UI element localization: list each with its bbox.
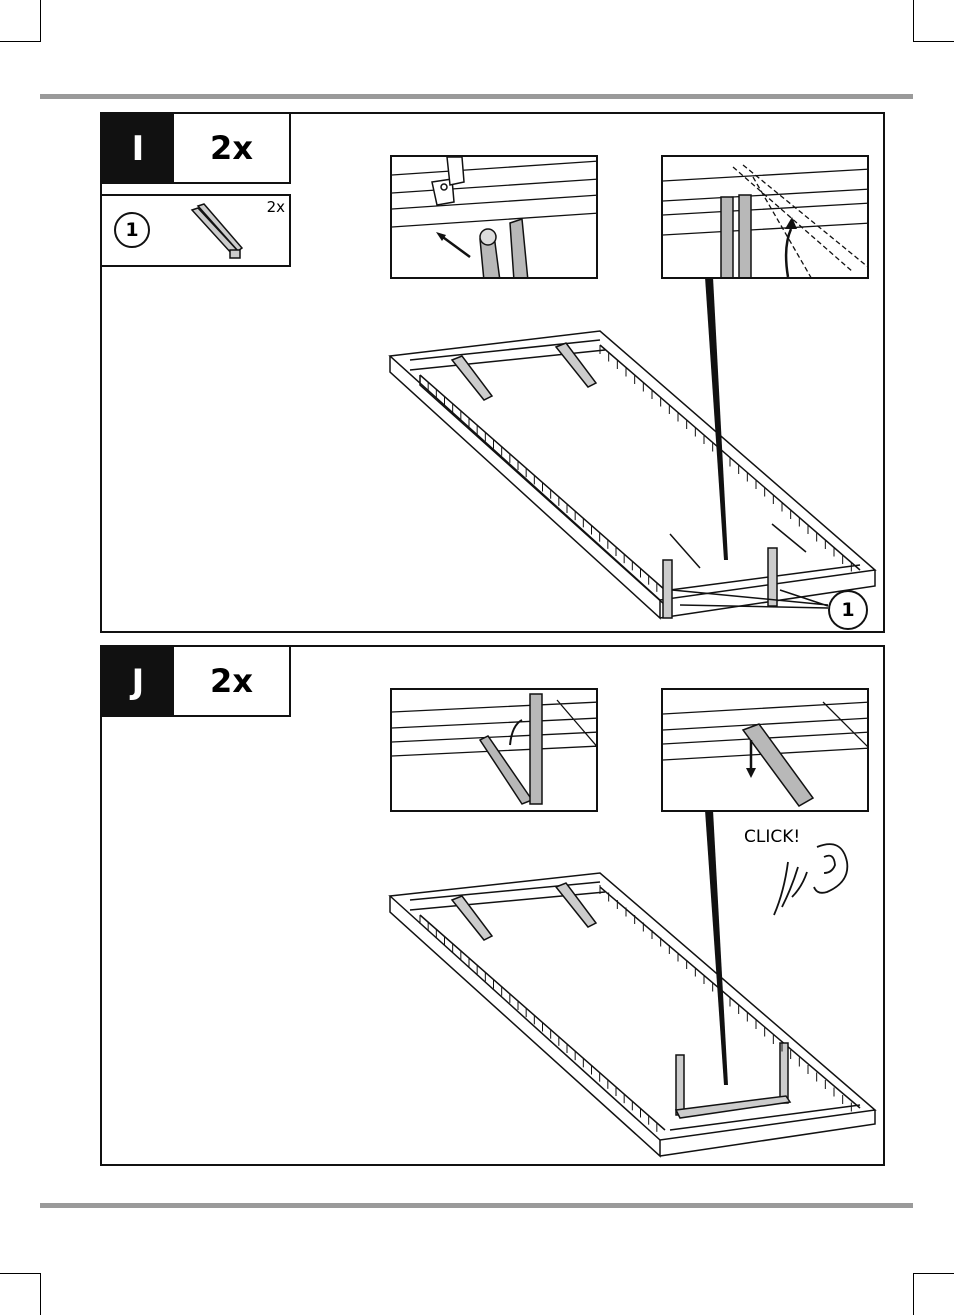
crop-mark: [913, 1273, 954, 1274]
parts-list: 1 2x: [102, 194, 291, 267]
detail-inset-rotate: [661, 155, 869, 279]
step-quantity: 2x: [174, 647, 291, 717]
crop-mark: [40, 0, 41, 42]
step-letter: I: [102, 114, 174, 184]
bracket-part-icon: [190, 203, 244, 259]
crop-mark: [40, 1273, 41, 1315]
rotate-bracket-drawing: [663, 164, 867, 277]
step-i-panel: I 2x 1 2x: [100, 112, 885, 633]
fold-bracket-drawing: [392, 693, 596, 805]
part-number: 1: [114, 212, 150, 248]
part-callout: 1: [828, 590, 868, 630]
detail-inset-lock: [661, 688, 869, 812]
lock-bracket-drawing: [663, 701, 867, 807]
detail-inset-insert: [390, 155, 598, 279]
crop-mark: [0, 41, 41, 42]
click-sound-label: CLICK!: [744, 827, 801, 847]
ear-icon: [773, 843, 849, 916]
step-quantity: 2x: [174, 114, 291, 184]
crop-mark: [0, 1273, 41, 1274]
step-j-panel: J 2x CLICK!: [100, 645, 885, 1166]
step-letter: J: [102, 647, 174, 717]
part-quantity: 2x: [266, 198, 285, 216]
crop-mark: [913, 0, 914, 42]
detail-inset-fold: [390, 688, 598, 812]
footer-bar: [40, 1203, 913, 1208]
crop-mark: [913, 1273, 914, 1315]
crop-mark: [913, 41, 954, 42]
header-bar: [40, 94, 913, 99]
insert-bracket-drawing: [392, 157, 596, 277]
